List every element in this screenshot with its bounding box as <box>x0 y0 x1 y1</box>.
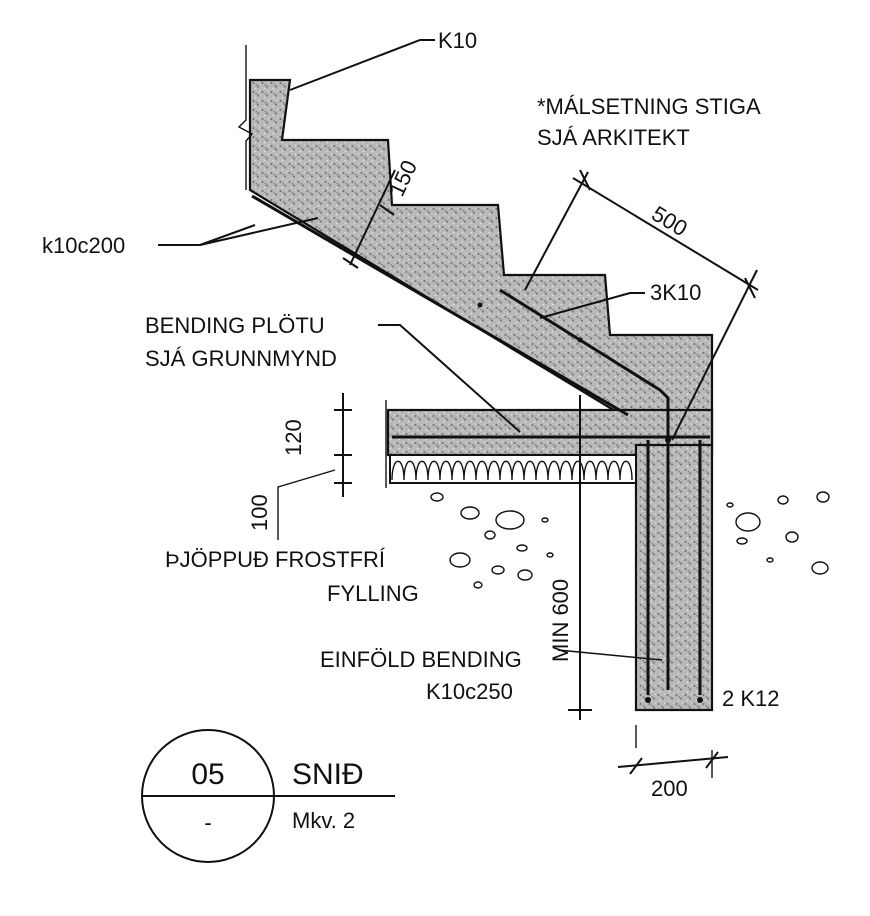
dim-500-line <box>572 177 759 291</box>
label-min600: MIN 600 <box>548 579 573 662</box>
title-scale: Mkv. 2 <box>292 808 355 833</box>
label-single-1: EINFÖLD BENDING <box>320 647 522 672</box>
label-2k12: 2 K12 <box>722 686 780 711</box>
label-slab-2: SJÁ GRUNNMYND <box>145 346 337 371</box>
gravel-fill-right <box>726 491 830 575</box>
label-k10c200: k10c200 <box>42 233 125 258</box>
label-120: 120 <box>281 419 306 456</box>
insulation-layer <box>389 454 637 484</box>
label-3k10: 3K10 <box>650 280 701 305</box>
leader-k10 <box>289 39 435 91</box>
label-k10: K10 <box>438 28 477 53</box>
leader-k10c200 <box>158 217 319 246</box>
label-200: 200 <box>651 776 688 801</box>
leader-3k10 <box>539 292 645 319</box>
note-line-1: *MÁLSETNING STIGA <box>537 94 761 119</box>
title-block: 05 - SNIÐ Mkv. 2 <box>141 729 395 863</box>
rebar-stair-bottom <box>251 194 629 417</box>
title-text: SNIÐ <box>292 758 364 791</box>
leader-slab-bending <box>378 324 521 433</box>
dim-500-extension-a <box>524 171 589 291</box>
leader-single-bending <box>557 649 663 661</box>
leader-100 <box>277 469 336 540</box>
gravel-fill-left <box>430 492 554 589</box>
title-number: 05 <box>191 758 224 791</box>
label-single-2: K10c250 <box>426 679 513 704</box>
stair-break-line <box>237 45 254 190</box>
label-fill-1: ÞJÖPPUÐ FROSTFRÍ <box>165 547 386 572</box>
note-line-2: SJÁ ARKITEKT <box>537 125 690 150</box>
label-100: 100 <box>247 494 272 531</box>
label-500: 500 <box>647 201 691 241</box>
rebar-dots <box>477 302 703 703</box>
dim-500-extension-b <box>671 269 758 441</box>
label-fill-2: FYLLING <box>327 581 419 606</box>
title-sheet: - <box>204 810 211 835</box>
label-slab-1: BENDING PLÖTU <box>145 313 325 338</box>
dim-150-line <box>349 169 396 266</box>
